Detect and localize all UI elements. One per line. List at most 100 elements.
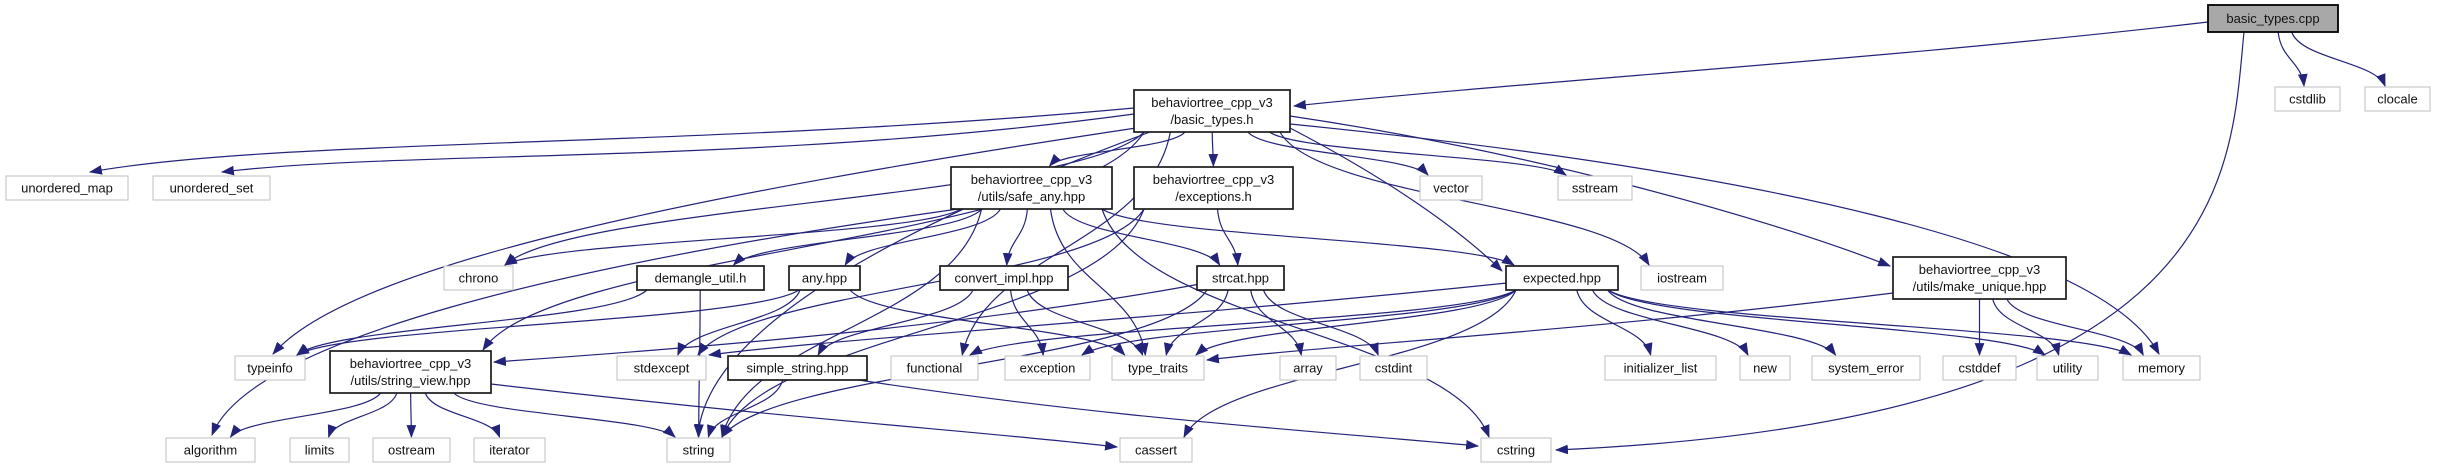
node-string-view-hpp[interactable]: behaviortree_cpp_v3/utils/string_view.hp…	[329, 350, 492, 394]
node-box	[2274, 86, 2341, 112]
node-box	[1640, 265, 1724, 291]
node-label: simple_string.hpp	[747, 361, 849, 376]
node-basic-types-cpp[interactable]: basic_types.cpp	[2207, 4, 2339, 33]
node-box	[1133, 89, 1291, 133]
node-stdexcept[interactable]: stdexcept	[616, 355, 707, 381]
node-box	[165, 437, 256, 463]
edge-safe_any_hpp-to-algorithm	[211, 208, 959, 437]
node-iostream[interactable]: iostream	[1640, 265, 1724, 291]
node-new[interactable]: new	[1739, 355, 1791, 381]
node-label: stdexcept	[634, 361, 690, 376]
node-label: string	[683, 443, 715, 458]
edge-any_hpp-to-type_traits	[849, 289, 1126, 356]
edge-basic_types_h-to-unordered_set	[220, 113, 1135, 176]
node-make-unique-hpp[interactable]: behaviortree_cpp_v3/utils/make_unique.hp…	[1892, 256, 2067, 300]
edge-safe_any_hpp-to-expected_hpp	[1101, 208, 1515, 266]
edge-any_hpp-to-stdexcept	[677, 289, 801, 356]
node-array[interactable]: array	[1279, 355, 1337, 381]
node-label: cstdlib	[2289, 92, 2326, 107]
node-strcat-hpp[interactable]: strcat.hpp	[1196, 265, 1285, 291]
edge-string_view_hpp-to-string	[453, 392, 676, 438]
node-any-hpp[interactable]: any.hpp	[788, 265, 861, 291]
node-typeinfo[interactable]: typeinfo	[234, 355, 306, 381]
node-label: behaviortree_cpp_v3/basic_types.h	[1151, 95, 1272, 127]
edge-expected_hpp-to-functional	[969, 289, 1517, 356]
node-box	[666, 437, 731, 463]
node-label: initializer_list	[1624, 361, 1698, 376]
edge-make_unique_hpp-to-type_traits	[1205, 292, 1894, 364]
node-functional[interactable]: functional	[890, 355, 979, 381]
node-iterator[interactable]: iterator	[473, 437, 546, 463]
node-label: typeinfo	[247, 361, 293, 376]
node-box	[443, 265, 514, 291]
node-vector[interactable]: vector	[1419, 175, 1483, 201]
node-ostream[interactable]: ostream	[372, 437, 451, 463]
node-expected-hpp[interactable]: expected.hpp	[1505, 265, 1619, 291]
node-type-traits[interactable]: type_traits	[1111, 355, 1205, 381]
edge-convert_impl_hpp-to-exception	[1009, 289, 1047, 357]
node-unordered-map[interactable]: unordered_map	[5, 175, 129, 201]
node-box	[727, 355, 868, 381]
node-initializer-list[interactable]: initializer_list	[1604, 355, 1717, 381]
node-label: vector	[1433, 181, 1469, 196]
node-cstddef[interactable]: cstddef	[1942, 355, 2017, 381]
node-box	[289, 437, 350, 463]
edge-safe_any_hpp-to-type_traits	[1049, 208, 1149, 357]
node-demangle-util-h[interactable]: demangle_util.h	[636, 265, 765, 291]
node-memory[interactable]: memory	[2122, 355, 2201, 381]
node-label: limits	[305, 443, 335, 458]
node-box	[950, 166, 1113, 210]
node-exception[interactable]: exception	[1004, 355, 1091, 381]
node-label: ostream	[388, 443, 435, 458]
node-convert-impl-hpp[interactable]: convert_impl.hpp	[939, 265, 1069, 291]
node-label: behaviortree_cpp_v3/utils/safe_any.hpp	[971, 172, 1092, 204]
node-clocale[interactable]: clocale	[2364, 86, 2431, 112]
node-basic-types-h[interactable]: behaviortree_cpp_v3/basic_types.h	[1133, 89, 1291, 133]
node-unordered-set[interactable]: unordered_set	[152, 175, 271, 201]
edge-basic_types_cpp-to-basic_types_h	[1292, 21, 2209, 110]
edge-convert_impl_hpp-to-type_traits	[1026, 289, 1144, 357]
node-simple-string-hpp[interactable]: simple_string.hpp	[727, 355, 868, 381]
node-exceptions-h[interactable]: behaviortree_cpp_v3/exceptions.h	[1133, 166, 1294, 210]
node-box	[234, 355, 306, 381]
edge-any_hpp-to-typeinfo	[296, 289, 800, 356]
node-utility[interactable]: utility	[2036, 355, 2099, 381]
edge-simple_string_hpp-to-cstring	[845, 377, 1480, 450]
edge-expected_hpp-to-cassert	[1183, 289, 1517, 438]
node-algorithm[interactable]: algorithm	[165, 437, 256, 463]
node-label: array	[1293, 361, 1323, 376]
node-box	[329, 350, 492, 394]
edge-expected_hpp-to-system_error	[1607, 289, 1837, 356]
node-label: functional	[907, 361, 963, 376]
edge-string_view_hpp-to-ostream	[406, 392, 417, 439]
edge-exceptions_h-to-string	[721, 208, 1145, 439]
edge-expected_hpp-to-new	[1591, 289, 1749, 356]
node-chrono[interactable]: chrono	[443, 265, 514, 291]
node-cstdint[interactable]: cstdint	[1359, 355, 1428, 381]
node-cstring[interactable]: cstring	[1480, 437, 1552, 463]
node-label: exception	[1020, 361, 1076, 376]
edge-exceptions_h-to-stdexcept	[697, 208, 1145, 356]
node-system-error[interactable]: system_error	[1811, 355, 1921, 381]
edge-safe_any_hpp-to-cstring	[1101, 208, 1490, 439]
edge-convert_impl_hpp-to-simple_string_hpp	[817, 289, 974, 356]
node-label: basic_types.cpp	[2226, 11, 2319, 26]
edge-basic_types_h-to-expected_hpp	[1289, 127, 1503, 272]
node-string[interactable]: string	[666, 437, 731, 463]
node-box	[1811, 355, 1921, 381]
edge-basic_types_h-to-exceptions_h	[1208, 131, 1219, 168]
edge-make_unique_hpp-to-memory	[2006, 298, 2144, 356]
node-limits[interactable]: limits	[289, 437, 350, 463]
node-box	[1419, 175, 1483, 201]
node-box	[788, 265, 861, 291]
node-box	[1942, 355, 2017, 381]
edge-basic_types_h-to-string_view_hpp	[482, 131, 1145, 351]
node-cstdlib[interactable]: cstdlib	[2274, 86, 2341, 112]
node-sstream[interactable]: sstream	[1557, 175, 1633, 201]
node-safe-any-hpp[interactable]: behaviortree_cpp_v3/utils/safe_any.hpp	[950, 166, 1113, 210]
node-cassert[interactable]: cassert	[1119, 437, 1193, 463]
edge-safe_any_hpp-to-chrono	[504, 208, 962, 266]
node-label: sstream	[1572, 181, 1618, 196]
node-label: memory	[2138, 361, 2185, 376]
